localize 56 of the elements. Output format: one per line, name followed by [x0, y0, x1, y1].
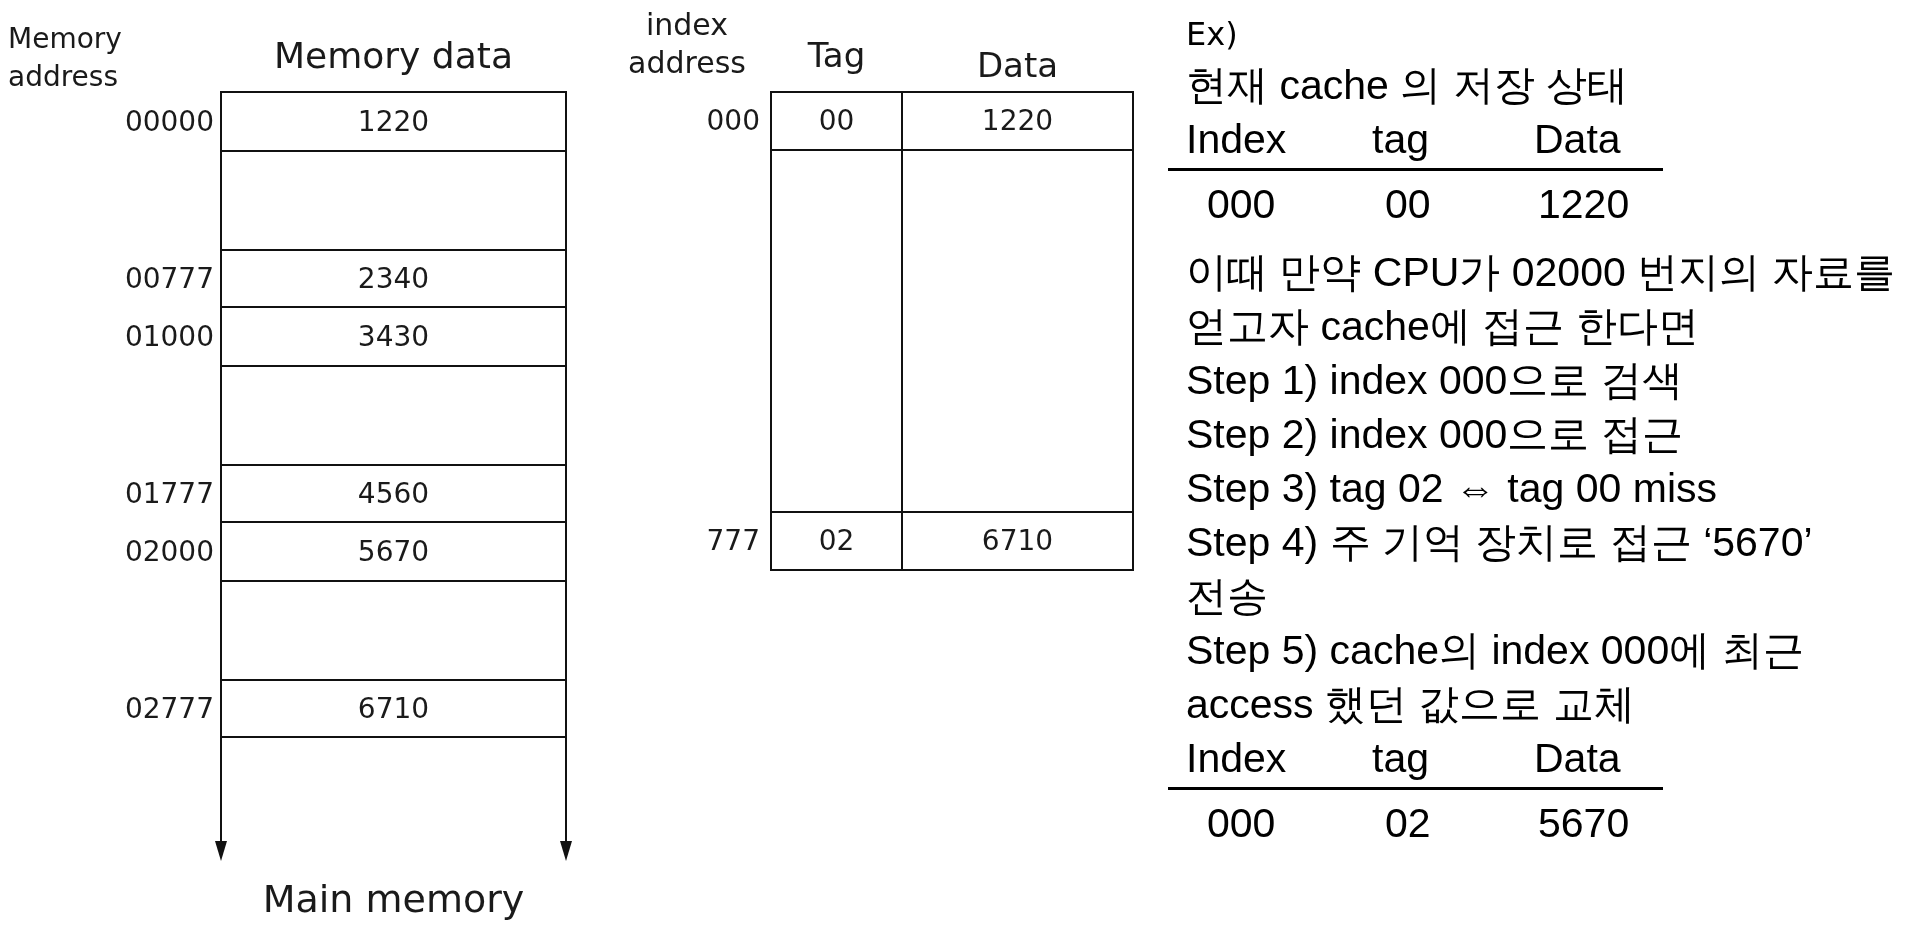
table-entry: 000	[1207, 799, 1276, 848]
memory-row	[220, 249, 567, 308]
index-label: 000	[706, 104, 760, 138]
memory-row	[220, 150, 567, 251]
step-text: Step 1) index 000으로 검색	[1186, 356, 1684, 405]
address-label: 02000	[124, 534, 214, 569]
address-label: 01000	[124, 319, 214, 354]
memory-value: 5670	[357, 534, 430, 569]
memory-row	[220, 91, 567, 152]
data-slot	[901, 91, 1134, 151]
column-heading: Memory address	[8, 21, 123, 95]
address-label: 02777	[124, 691, 214, 726]
memory-row	[220, 365, 567, 466]
table-entry: 000	[1207, 180, 1276, 229]
column-heading: index address	[627, 6, 747, 82]
table-entry: 00	[1385, 180, 1431, 229]
column-heading: tag	[1372, 734, 1429, 783]
memory-row	[220, 306, 567, 367]
tag-value: 00	[818, 104, 855, 138]
memory-row	[220, 679, 567, 738]
tag-slot	[770, 91, 903, 151]
memory-value: 6710	[357, 691, 430, 726]
paragraph: 이때 만약 CPU가 02000 번지의 자료를 얻고자 cache에 접근 한다면	[1186, 248, 1896, 351]
column-heading: Memory data	[273, 34, 514, 78]
memory-row	[220, 521, 567, 582]
address-label: 00000	[124, 104, 214, 139]
memory-value: 4560	[357, 476, 430, 511]
step-text: Step 4) 주 기억 장치로 접근 ‘5670’ 전송	[1186, 518, 1813, 621]
data-value: 6710	[981, 524, 1054, 558]
step-text: Step 2) index 000으로 접근	[1186, 410, 1684, 459]
address-label: 00777	[124, 261, 214, 296]
memory-row	[220, 464, 567, 523]
step-text: Step 3) tag 02 ⇔ tag 00 miss	[1186, 464, 1718, 513]
table-entry: 02	[1385, 799, 1431, 848]
column-heading: Data	[1534, 115, 1621, 164]
memory-value: 3430	[357, 319, 430, 354]
column-heading: tag	[1372, 115, 1429, 164]
memory-value: 2340	[357, 261, 430, 296]
column-heading: Data	[975, 44, 1060, 86]
index-label: 777	[706, 524, 760, 558]
address-label: 01777	[124, 476, 214, 511]
example-label: Ex)	[1186, 14, 1238, 54]
column-heading: Data	[1534, 734, 1621, 783]
column-heading: Index	[1186, 115, 1287, 164]
table-entry: 1220	[1538, 180, 1630, 229]
memory-row	[220, 580, 567, 681]
tag-slot	[770, 511, 903, 571]
column-heading: Tag	[806, 34, 867, 76]
tag-value: 02	[818, 524, 855, 558]
table-entry: 5670	[1538, 799, 1630, 848]
memory-caption: Main memory	[261, 876, 526, 922]
data-value: 1220	[981, 104, 1054, 138]
column-heading: Index	[1186, 734, 1287, 783]
data-slot	[901, 511, 1134, 571]
table-title: 현재 cache 의 저장 상태	[1186, 61, 1629, 110]
memory-value: 1220	[357, 104, 430, 139]
